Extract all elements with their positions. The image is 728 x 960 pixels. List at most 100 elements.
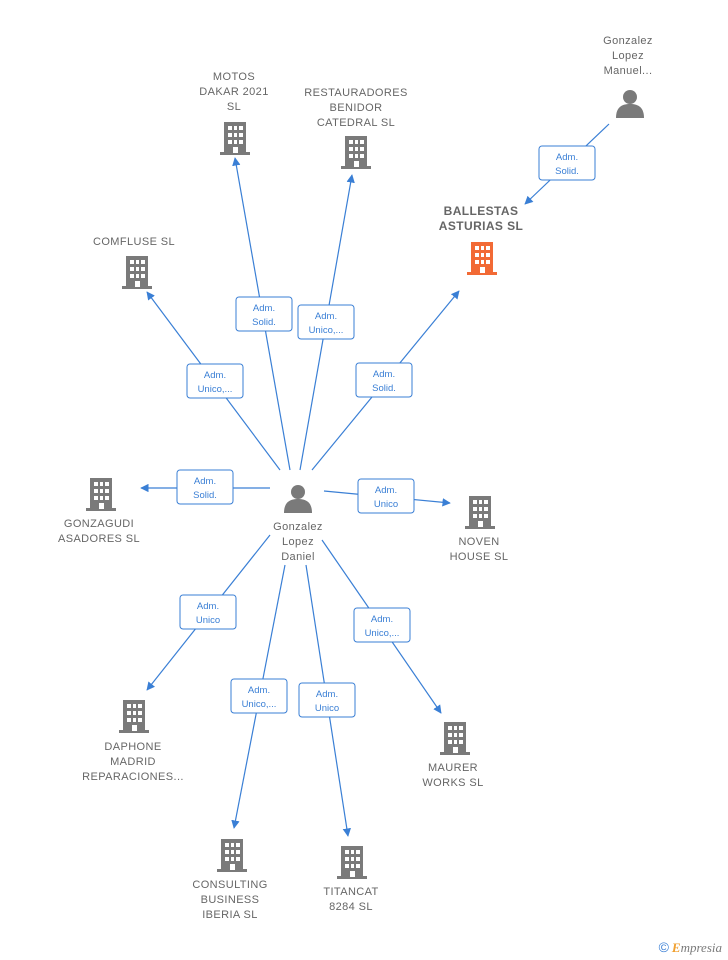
edge-center-to-restauradores-benidor[interactable]: Adm. Unico,... [297, 174, 355, 471]
node-label-line: CONSULTING [192, 879, 267, 891]
node-top-person[interactable]: GonzalezLopezManuel... [603, 35, 653, 118]
node-label-line: Manuel... [604, 65, 653, 77]
node-noven-house[interactable]: NOVEN HOUSE SL [450, 496, 509, 563]
edge-role-box [538, 145, 596, 181]
edge-role-label: Solid. [555, 166, 579, 177]
building-icon [465, 496, 495, 529]
node-label-line: COMFLUSE SL [93, 236, 175, 248]
building-icon [119, 700, 149, 733]
brand-rest: mpresia [680, 940, 722, 955]
node-gonzagudi-asadores[interactable]: GONZAGUDI ASADORES SL [58, 478, 140, 545]
node-label-line: ASTURIAS SL [439, 219, 523, 233]
edge-center-to-gonzagudi-asadores[interactable]: Adm. Solid. [140, 469, 270, 505]
edge-role-label: Adm. [248, 685, 270, 696]
copyright-icon: © [658, 939, 669, 955]
edge-center-to-titancat-8284[interactable]: Adm. Unico [298, 564, 356, 837]
node-label-line: DAKAR 2021 [199, 86, 268, 98]
node-label-line: 8284 SL [329, 901, 373, 913]
building-icon [122, 256, 152, 289]
node-label-line: Gonzalez [603, 35, 653, 47]
edge-role-box [186, 363, 244, 399]
edge-role-label: Adm. [373, 369, 395, 380]
node-label-line: DAPHONE [104, 741, 161, 753]
edge-center-to-maurer-works[interactable]: Adm. Unico,... [321, 539, 442, 714]
edge-role-box [298, 682, 356, 718]
edge-role-label: Solid. [193, 490, 217, 501]
node-comfluse[interactable]: COMFLUSE SL [93, 236, 175, 289]
edge-center-to-noven-house[interactable]: Adm. Unico [323, 478, 451, 514]
edge-role-label: Unico,... [198, 384, 233, 395]
building-icon [341, 136, 371, 169]
edge-role-label: Solid. [372, 383, 396, 394]
edge-role-label: Adm. [315, 311, 337, 322]
node-titancat-8284[interactable]: TITANCAT 8284 SL [323, 846, 378, 913]
edge-role-label: Unico,... [242, 699, 277, 710]
node-label-line: Daniel [281, 551, 315, 563]
edge-role-label: Unico,... [365, 628, 400, 639]
edge-role-label: Adm. [197, 601, 219, 612]
edge-center-to-ballestas-asturias[interactable]: Adm. Solid. [311, 290, 460, 471]
node-label-line: HOUSE SL [450, 551, 509, 563]
edge-role-box [230, 678, 288, 714]
edge-role-box [357, 478, 415, 514]
node-label-line: Lopez [282, 536, 314, 548]
node-label-line: MADRID [110, 756, 156, 768]
node-restauradores-benidor[interactable]: RESTAURADORES BENIDOR CATEDRAL SL [304, 87, 407, 169]
node-label-line: MOTOS [213, 71, 255, 83]
edge-top-person-to-ballestas-asturias[interactable]: Adm. Solid. [524, 123, 610, 205]
node-label-line: MAURER [428, 762, 478, 774]
person-icon [616, 90, 644, 118]
edge-center-to-comfluse[interactable]: Adm. Unico,... [146, 291, 281, 471]
edges-layer: Adm.Solid.Adm.Unico,...Adm.Solid.Adm.Uni… [140, 123, 610, 837]
edge-role-label: Adm. [204, 370, 226, 381]
edge-role-label: Unico [315, 703, 339, 714]
edge-center-to-consulting-business-iberia[interactable]: Adm. Unico,... [230, 564, 288, 829]
building-icon [220, 122, 250, 155]
node-label-line: BUSINESS [201, 894, 260, 906]
empresia-footer[interactable]: ©Empresia [659, 939, 722, 956]
nodes-layer: GonzalezLopezDanielGonzalezLopezManuel..… [58, 35, 653, 921]
building-icon [337, 846, 367, 879]
building-icon [86, 478, 116, 511]
node-label-line: BALLESTAS [444, 204, 519, 218]
edge-role-box [176, 469, 234, 505]
edge-role-box [353, 607, 411, 643]
edge-role-box [297, 304, 355, 340]
edge-role-label: Adm. [556, 152, 578, 163]
edge-role-box [235, 296, 293, 332]
edge-role-label: Adm. [194, 476, 216, 487]
building-icon [440, 722, 470, 755]
edge-center-to-motos-dakar-2021[interactable]: Adm.Solid. [232, 157, 293, 471]
edge-role-label: Unico,... [309, 325, 344, 336]
edge-role-label: Unico [196, 615, 220, 626]
node-maurer-works[interactable]: MAURER WORKS SL [422, 722, 483, 789]
edge-center-to-daphone-madrid[interactable]: Adm. Unico [146, 534, 271, 691]
node-label-line: WORKS SL [422, 777, 483, 789]
edge-role-label: Adm. [316, 689, 338, 700]
node-consulting-business-iberia[interactable]: CONSULTING BUSINESS IBERIA SL [192, 839, 267, 921]
node-label-line: Lopez [612, 50, 644, 62]
edge-role-label: Adm. [371, 614, 393, 625]
node-label-line: Gonzalez [273, 521, 323, 533]
node-label-line: BENIDOR [330, 102, 383, 114]
node-label-line: ASADORES SL [58, 533, 140, 545]
person-icon [284, 485, 312, 513]
brand-first-letter: E [671, 940, 681, 955]
node-daphone-madrid[interactable]: DAPHONEMADRIDREPARACIONES... [82, 700, 184, 783]
edge-role-label: Unico [374, 499, 398, 510]
node-label-line: GONZAGUDI [64, 518, 134, 530]
node-label-line: IBERIA SL [202, 909, 258, 921]
node-label-line: TITANCAT [323, 886, 378, 898]
node-label-line: CATEDRAL SL [317, 117, 395, 129]
node-label-line: NOVEN [458, 536, 499, 548]
edge-role-box [179, 594, 237, 630]
node-label-line: RESTAURADORES [304, 87, 407, 99]
edge-role-box [355, 362, 413, 398]
edge-role-label: Adm. [375, 485, 397, 496]
node-label-line: SL [227, 101, 241, 113]
edge-role-label: Solid. [252, 317, 276, 328]
